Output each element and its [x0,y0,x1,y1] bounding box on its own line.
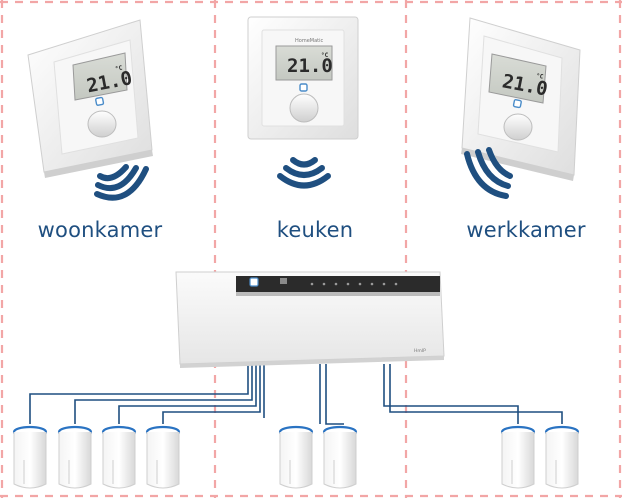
temperature-display: 21.0 [287,55,333,77]
control-unit-icon: HmIP [175,271,445,368]
wireless-signal-icon [464,147,513,199]
wireless-signal-icon [277,157,331,189]
temperature-unit: °C [535,72,544,80]
actuator-icon [544,425,580,489]
actuator-icon [101,425,137,489]
room-label-keuken: keuken [276,218,354,242]
wireless-signal-icon [94,164,149,201]
actuator-icon [145,425,181,489]
actuator-icon [57,425,93,489]
thermostat-icon: 21.0 °C [461,17,581,181]
thermostat-icon: HomeMatic 21.0 °C [247,16,359,140]
actuator-icon [12,425,48,489]
svg-text:HomeMatic: HomeMatic [295,38,323,44]
actuators [12,425,580,489]
thermostat-icon: 21.0 °C [27,19,153,178]
thermostat-woonkamer: 21.0 °C [27,19,153,201]
svg-text:HmIP: HmIP [414,348,426,354]
room-label-woonkamer: woonkamer [37,218,163,242]
room-label-werkkamer: werkkamer [466,218,586,242]
actuator-icon [500,425,536,489]
temperature-unit: °C [115,65,124,73]
actuator-icon [322,425,358,489]
control-unit: HmIP [175,271,445,368]
thermostat-keuken: HomeMatic 21.0 °C [247,16,359,189]
thermostat-werkkamer: 21.0 °C [461,17,581,199]
actuator-wires [29,364,563,425]
actuator-icon [278,425,314,489]
temperature-unit: °C [321,52,329,59]
